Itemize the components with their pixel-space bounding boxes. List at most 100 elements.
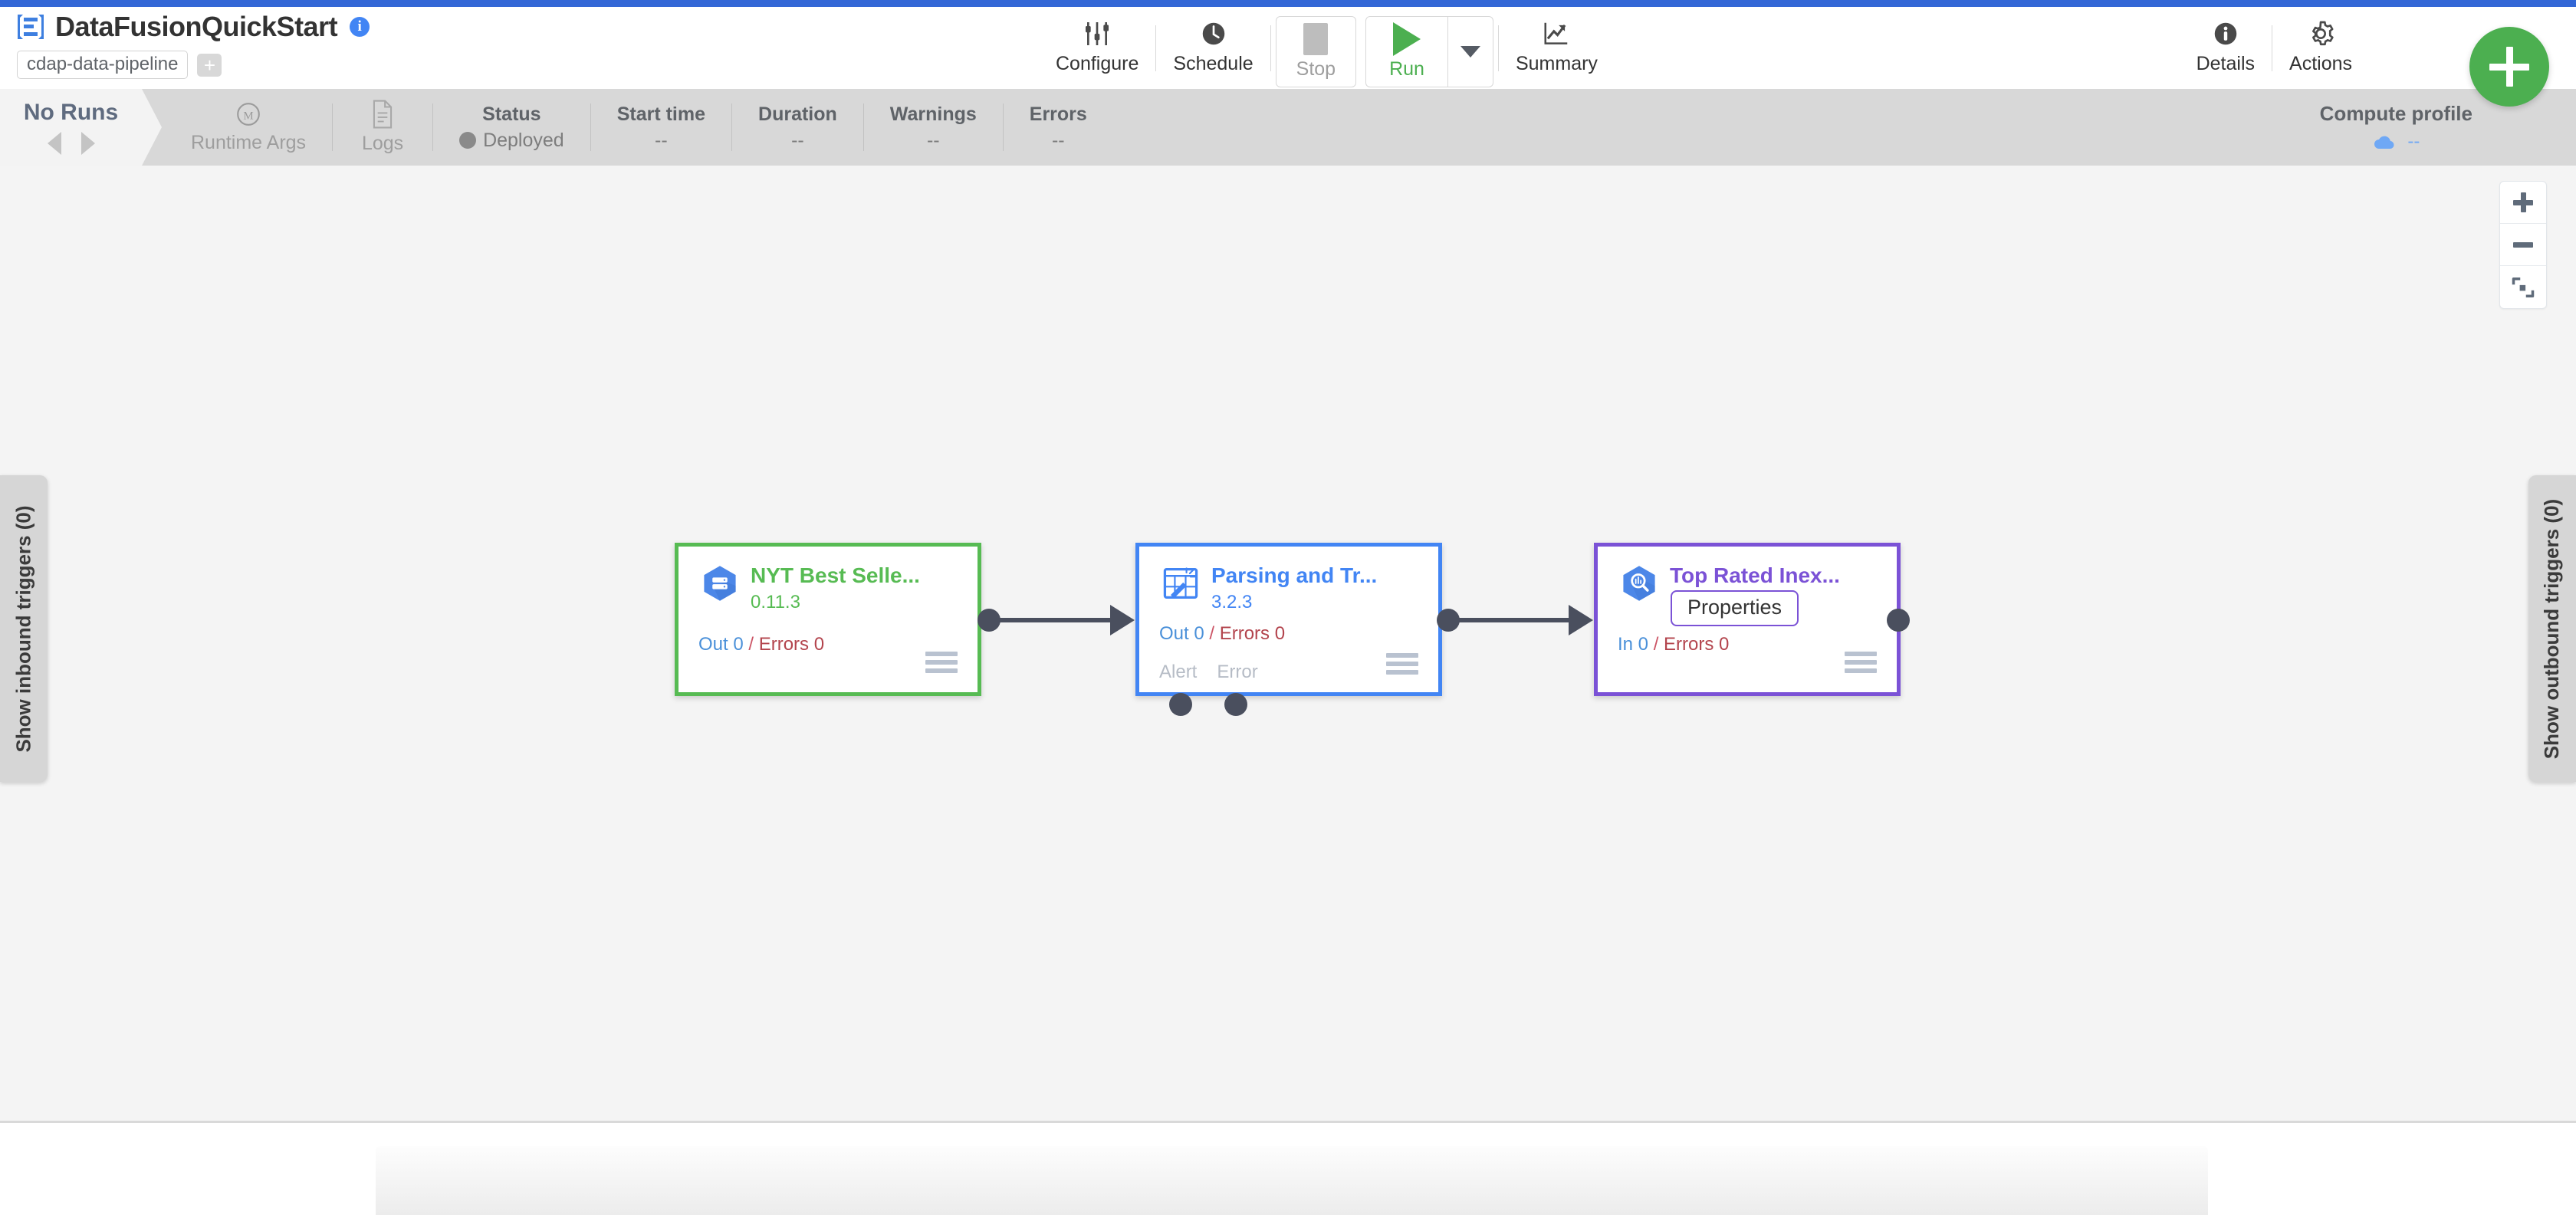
play-icon [1393,22,1421,56]
wrangler-transform-icon [1163,567,1198,599]
page-title: DataFusionQuickStart [55,11,338,42]
node-output-port-sink[interactable] [1887,609,1910,632]
runtime-args-button[interactable]: M Runtime Args [165,100,332,154]
node-header: Parsing and Tr... 3.2.3 [1139,547,1438,614]
browser-top-strip [0,0,2576,7]
brand-block: DataFusionQuickStart i [15,11,370,42]
node-error-count: Errors 0 [1219,623,1286,644]
node-output-port-source[interactable] [978,609,1001,632]
add-plugin-fab-button[interactable] [2469,27,2549,107]
bigquery-source-icon [704,566,736,601]
stop-button[interactable]: Stop [1275,16,1357,87]
header-toolbar: Configure Schedule Stop [1039,13,1615,87]
compute-profile-header: Compute profile [2319,102,2472,125]
metric-separator: / [748,634,754,655]
details-button[interactable]: Details [2180,13,2272,75]
actions-label: Actions [2289,53,2352,74]
node-metrics: Out 0 / Errors 0 [1159,623,1285,645]
run-button-group: Run [1365,16,1493,87]
minus-icon [2513,241,2533,248]
metric-separator: / [1653,634,1659,655]
hamburger-menu-icon[interactable] [925,652,958,677]
outbound-triggers-label: Show outbound triggers (0) [2540,498,2564,759]
node-in-count: In 0 [1618,634,1649,655]
node-output-port-transform[interactable] [1437,609,1460,632]
run-stats: M Runtime Args Logs [165,89,1113,166]
node-metrics: Out 0 / Errors 0 [698,634,824,655]
sliders-icon [1082,18,1112,50]
actions-button[interactable]: Actions [2272,13,2369,75]
connection-arrow-1 [1110,605,1135,635]
hamburger-menu-icon[interactable] [1386,653,1418,678]
node-version: 3.2.3 [1211,592,1253,612]
zoom-in-button[interactable] [2500,182,2546,224]
duration-value: -- [791,129,804,151]
bigquery-sink-icon [1623,566,1655,601]
triangle-right-icon[interactable] [80,132,95,155]
schedule-button[interactable]: Schedule [1156,13,1270,75]
toolbar-divider [1497,25,1499,71]
m-circle-icon: M [235,100,262,128]
show-outbound-triggers-panel[interactable]: Show outbound triggers (0) [2528,475,2576,782]
run-pager [47,132,95,155]
runbar-divider [432,103,434,151]
triangle-left-icon[interactable] [47,132,61,155]
configure-label: Configure [1056,53,1139,74]
compute-profile-cell[interactable]: Compute profile -- [2320,89,2472,166]
hamburger-menu-icon[interactable] [1845,652,1877,677]
node-metrics: In 0 / Errors 0 [1618,634,1729,655]
canvas-zoom-controls [2499,181,2547,309]
status-dot-icon [459,132,477,149]
runbar-divider [590,103,591,151]
node-parsing-and-transform[interactable]: Parsing and Tr... 3.2.3 Out 0 / Errors 0… [1135,543,1442,696]
runbar-divider [1002,103,1004,151]
chevron-down-icon [1460,46,1480,57]
info-circle-icon [2211,18,2240,50]
properties-tooltip[interactable]: Properties [1671,590,1799,626]
node-error-count: Errors 0 [758,634,825,655]
logs-button[interactable]: Logs [333,100,432,154]
connection-transform-to-sink [1449,618,1570,622]
node-error-port-dot[interactable] [1224,693,1247,716]
node-title: Parsing and Tr... [1211,563,1378,587]
bottom-panel-shadow [376,1146,2208,1215]
stop-square-icon [1303,23,1329,55]
clock-icon [1199,18,1228,50]
metric-separator: / [1209,623,1215,644]
no-runs-tab: No Runs [0,89,162,166]
configure-button[interactable]: Configure [1039,13,1155,75]
cloud-icon [2374,136,2394,149]
node-port-alert[interactable]: Alert [1159,662,1198,682]
schedule-label: Schedule [1173,53,1254,74]
duration-header: Duration [758,103,837,125]
node-alert-port-dot[interactable] [1169,693,1192,716]
pipeline-canvas[interactable]: NYT Best Selle... 0.11.3 Out 0 / Errors … [0,166,2576,1123]
header-right-actions: Details Actions [2180,13,2369,85]
run-options-dropdown[interactable] [1447,17,1493,87]
warnings-cell: Warnings -- [864,100,1003,154]
pipeline-tags: cdap-data-pipeline + [17,51,222,79]
run-button[interactable]: Run [1366,17,1447,87]
svg-text:M: M [243,110,253,122]
toolbar-divider [1155,25,1157,71]
tag-cdap-data-pipeline[interactable]: cdap-data-pipeline [17,51,189,79]
add-tag-button[interactable]: + [197,53,222,77]
compute-profile-value-row: -- [2372,131,2420,153]
toolbar-divider [1270,25,1271,71]
chart-line-icon [1541,18,1572,50]
runbar-divider [332,103,334,151]
connection-arrow-2 [1569,605,1593,635]
errors-header: Errors [1029,103,1087,125]
show-inbound-triggers-panel[interactable]: Show inbound triggers (0) [0,475,48,782]
page-bottom-area [0,1125,2576,1215]
gear-icon [2305,18,2336,50]
node-port-error[interactable]: Error [1217,662,1258,682]
zoom-out-button[interactable] [2500,224,2546,266]
fit-to-screen-button[interactable] [2500,266,2546,308]
node-nyt-best-sellers[interactable]: NYT Best Selle... 0.11.3 Out 0 / Errors … [675,543,981,696]
node-title: NYT Best Selle... [751,563,920,587]
summary-button[interactable]: Summary [1499,13,1615,75]
info-icon[interactable]: i [350,17,370,37]
node-header: Top Rated Inex... [1598,547,1897,603]
warnings-value: -- [926,129,940,151]
